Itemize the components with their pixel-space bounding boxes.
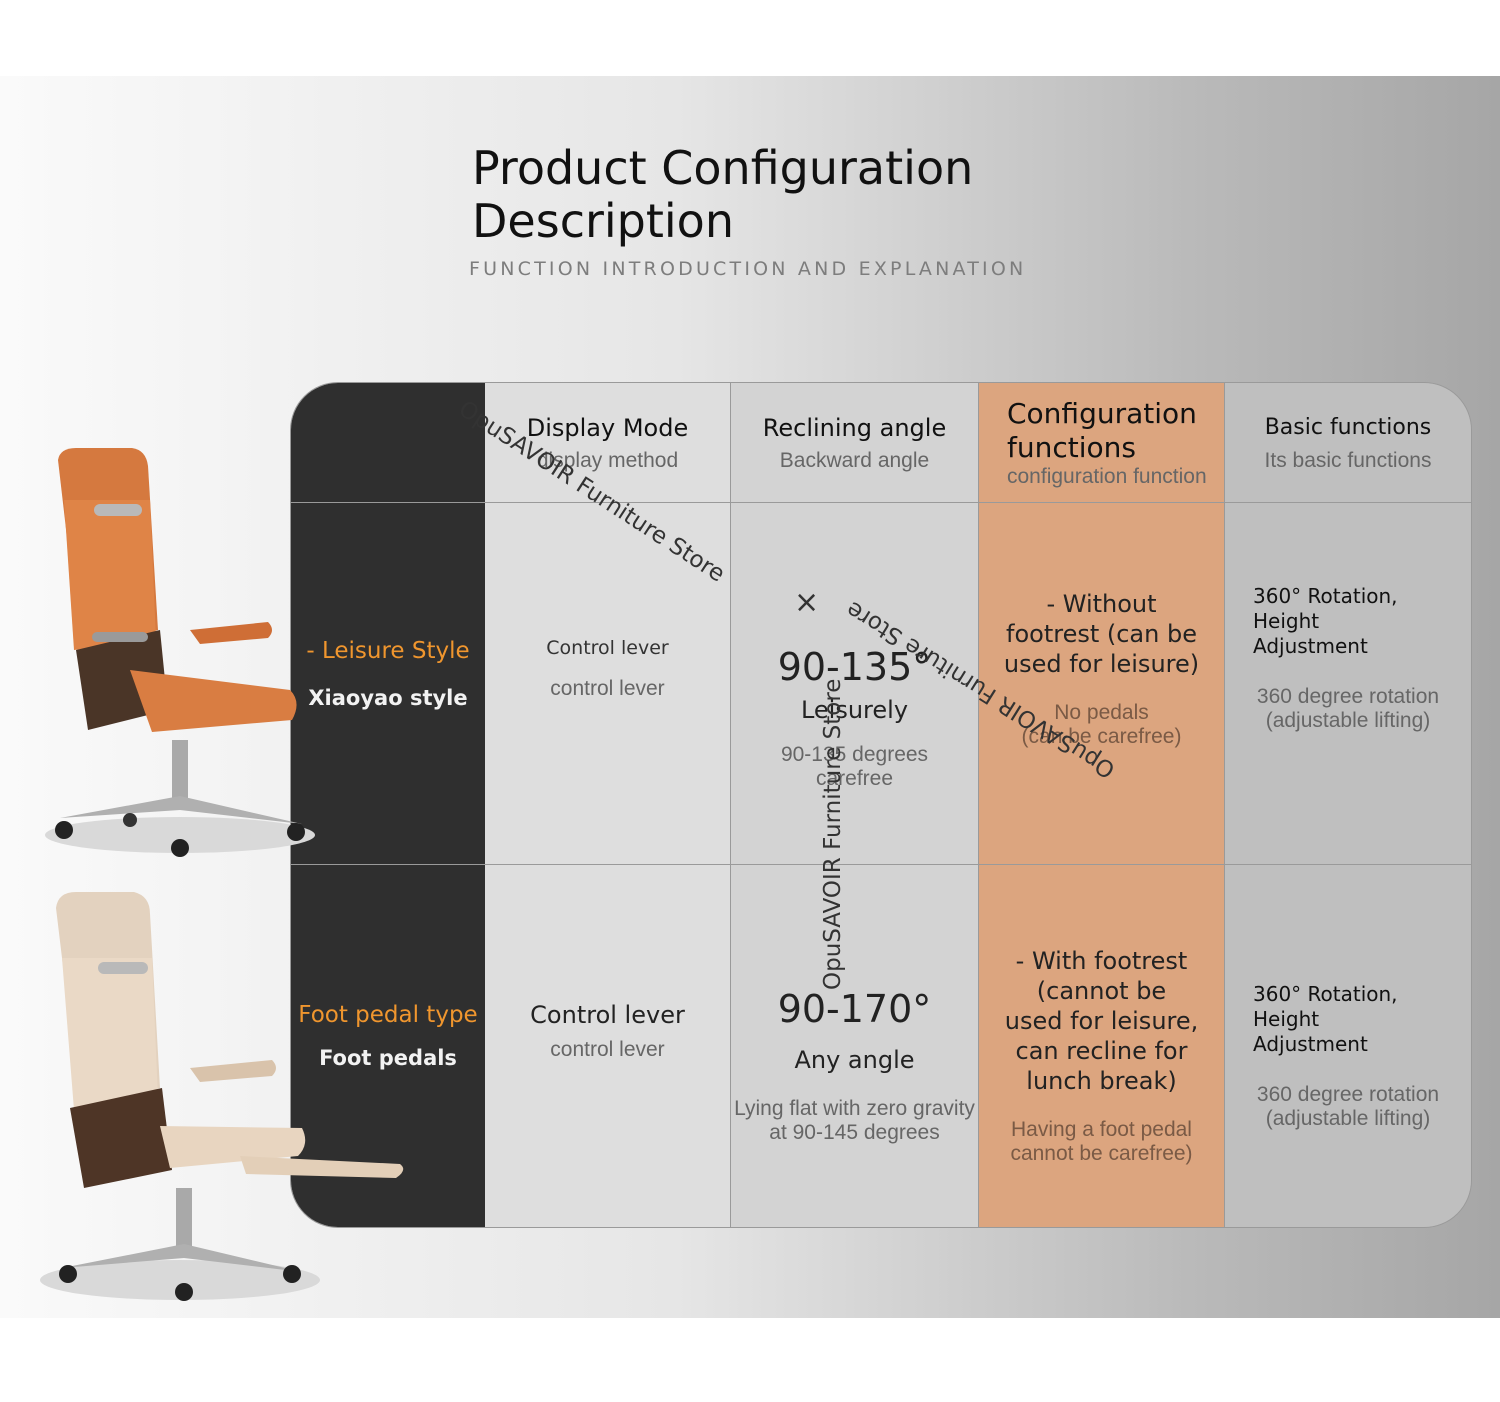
watermark-3: OpuSAVOIR Furniture Store (820, 678, 846, 990)
header-subtitle: display method (536, 448, 679, 472)
config-main: used for leisure) (1003, 649, 1200, 678)
angle-label: Any angle (794, 1046, 915, 1074)
title-line-1: Product Configuration (472, 141, 974, 195)
angle-sub: carefree (815, 767, 894, 790)
basic-main: Height (1253, 609, 1320, 633)
orange-chair-image (45, 448, 315, 857)
angle-sub: Lying flat with zero gravity (734, 1097, 975, 1120)
config-functions-cell: - Without footrest (can be used for leis… (979, 503, 1225, 865)
display-mode-sub: control lever (550, 1038, 665, 1061)
header-title: Configuration functions (1007, 396, 1197, 464)
configuration-table: Display Mode display method Reclining an… (290, 382, 1472, 1228)
row-sublabel: Xiaoyao style (308, 685, 468, 710)
config-main: (cannot be (1036, 977, 1167, 1005)
basic-sub: (adjustable lifting) (1265, 709, 1431, 732)
config-main: used for leisure, (1004, 1007, 1199, 1035)
config-main: - Without (1046, 589, 1157, 618)
angle-sub: 90-135 degrees (780, 743, 929, 766)
basic-main: Adjustment (1253, 634, 1368, 658)
header-configuration-functions: Configuration functions configuration fu… (979, 383, 1225, 503)
config-sub: (can be carefree) (1021, 724, 1182, 748)
basic-main: 360° Rotation, (1253, 584, 1398, 608)
display-mode-sub: control lever (550, 676, 665, 700)
header-reclining-angle: Reclining angle Backward angle (731, 383, 979, 503)
row-sublabel: Foot pedals (319, 1046, 457, 1070)
basic-sub: (adjustable lifting) (1265, 1106, 1431, 1130)
page-subtitle: FUNCTION INTRODUCTION AND EXPLANATION (469, 258, 1027, 280)
angle-label: Leisurely (800, 696, 909, 724)
page-title: Product Configuration Description (472, 142, 973, 248)
display-mode-main: Control lever (546, 636, 669, 659)
header-subtitle: Backward angle (779, 448, 930, 472)
row-label: Foot pedal type (298, 1002, 478, 1028)
reclining-angle-cell: 90-170° Any angle Lying flat with zero g… (731, 865, 979, 1227)
basic-sub: 360 degree rotation (1256, 685, 1440, 708)
config-sub: No pedals (1054, 700, 1149, 724)
header-title: Display Mode (526, 413, 689, 442)
config-main: lunch break) (1026, 1067, 1177, 1095)
title-line-2: Description (472, 194, 734, 248)
basic-main: Height (1253, 1006, 1320, 1031)
watermark-cross: × (794, 585, 820, 620)
display-mode-cell: Control lever control lever (485, 865, 731, 1227)
config-main: can recline for (1015, 1037, 1188, 1065)
config-functions-cell: - With footrest (cannot be used for leis… (979, 865, 1225, 1227)
header-title: Reclining angle (762, 413, 947, 442)
config-main: - With footrest (1015, 947, 1188, 975)
basic-main: Adjustment (1253, 1031, 1368, 1056)
basic-functions-cell: 360° Rotation, Height Adjustment 360 deg… (1225, 503, 1471, 865)
header-subtitle: Its basic functions (1264, 448, 1432, 472)
basic-main: 360° Rotation, (1253, 981, 1398, 1006)
reclining-angle-cell: 90-135° Leisurely 90-135 degrees carefre… (731, 503, 979, 865)
angle-value: 90-135° (777, 645, 932, 689)
header-basic-functions: Basic functions Its basic functions (1225, 383, 1471, 503)
row-label: - Leisure Style (306, 637, 470, 664)
basic-functions-cell: 360° Rotation, Height Adjustment 360 deg… (1225, 865, 1471, 1227)
header-corner (291, 383, 485, 503)
header-title: Basic functions (1264, 414, 1432, 440)
row-label-leisure: - Leisure Style Xiaoyao style (291, 503, 485, 865)
display-mode-main: Control lever (530, 1001, 685, 1029)
angle-value: 90-170° (777, 987, 932, 1031)
config-main: footrest (can be (1006, 619, 1197, 648)
basic-sub: 360 degree rotation (1256, 1082, 1440, 1106)
header-subtitle: configuration function (1007, 464, 1207, 488)
config-sub: cannot be carefree) (1010, 1142, 1193, 1165)
display-mode-cell: Control lever control lever (485, 503, 731, 865)
config-sub: Having a foot pedal (1011, 1118, 1192, 1141)
header-display-mode: Display Mode display method (485, 383, 731, 503)
beige-chair-image (40, 892, 404, 1301)
angle-sub: at 90-145 degrees (769, 1121, 940, 1144)
